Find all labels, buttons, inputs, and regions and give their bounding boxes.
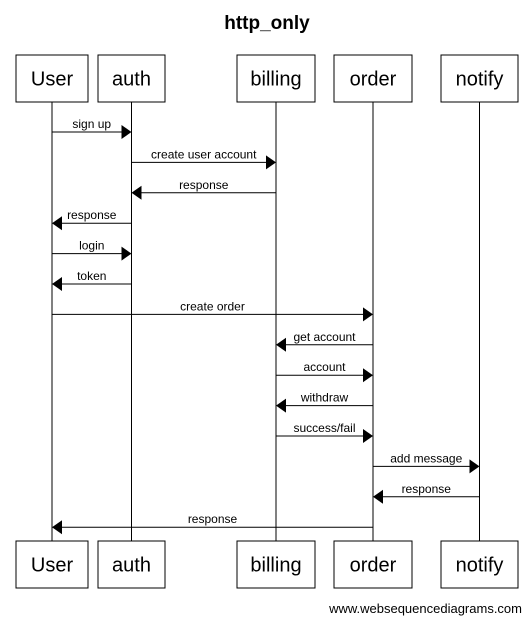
participant-box-billing-top <box>236 54 316 103</box>
message-1: create user account <box>131 147 276 170</box>
participant-box-user-bottom <box>15 540 89 589</box>
message-4: login <box>52 239 132 261</box>
message-label: account <box>303 360 346 374</box>
message-8: account <box>276 360 373 383</box>
participant-label-billing-top: billing <box>250 69 301 91</box>
message-arrowhead <box>276 398 286 413</box>
participant-label-notify-bottom: notify <box>456 555 504 577</box>
participant-label-order-bottom: order <box>350 555 397 577</box>
message-arrowhead <box>363 368 373 383</box>
message-2: response <box>131 178 276 200</box>
participant-label-order-top: order <box>350 69 397 91</box>
message-6: create order <box>52 299 373 322</box>
participant-label-auth-bottom: auth <box>112 555 151 577</box>
message-arrowhead <box>276 337 286 352</box>
message-0: sign up <box>52 117 132 139</box>
message-arrowhead <box>469 459 480 474</box>
message-label: response <box>402 482 452 496</box>
message-arrowhead <box>121 246 132 261</box>
participant-box-auth-top <box>97 54 166 103</box>
message-arrowhead <box>121 125 132 139</box>
participant-label-user-bottom: User <box>31 555 74 577</box>
message-arrowhead <box>363 307 373 322</box>
participant-box-notify-top <box>440 54 519 103</box>
message-label: withdraw <box>300 391 349 405</box>
participant-boxes-top: User auth billing order notify <box>15 54 519 103</box>
participant-label-notify-top: notify <box>456 69 504 91</box>
messages: sign up create user account response respon… <box>52 117 480 535</box>
participant-box-notify-bottom <box>440 540 519 589</box>
message-arrowhead <box>373 489 383 504</box>
message-7: get account <box>276 330 373 352</box>
participant-label-billing-bottom: billing <box>250 555 301 577</box>
participant-box-order-bottom <box>333 540 413 589</box>
message-9: withdraw <box>276 391 373 413</box>
message-11: add message <box>373 451 480 474</box>
participant-box-order-top <box>333 54 413 103</box>
message-arrowhead <box>52 216 62 231</box>
message-label: create user account <box>151 147 257 161</box>
diagram-title: http_only <box>224 13 310 34</box>
message-label: response <box>188 512 238 526</box>
message-label: login <box>79 239 104 253</box>
message-label: response <box>179 178 229 192</box>
participant-label-auth-top: auth <box>112 69 151 91</box>
message-10: success/fail <box>276 421 373 443</box>
message-arrowhead <box>52 520 62 535</box>
message-arrowhead <box>131 185 142 200</box>
participant-box-auth-bottom <box>97 540 166 589</box>
lifelines <box>51 102 480 541</box>
participant-box-user-top <box>15 54 89 103</box>
message-12: response <box>373 482 480 504</box>
message-arrowhead <box>52 277 62 291</box>
message-label: response <box>67 208 117 222</box>
message-label: token <box>77 269 106 283</box>
message-arrowhead <box>266 155 276 170</box>
message-label: sign up <box>72 117 111 131</box>
message-arrowhead <box>363 429 373 443</box>
participant-box-billing-bottom <box>236 540 316 589</box>
footer-credit: www.websequencediagrams.com <box>328 601 522 616</box>
message-label: get account <box>293 330 356 344</box>
message-label: success/fail <box>293 421 355 435</box>
message-label: create order <box>180 299 245 313</box>
message-label: add message <box>390 451 462 465</box>
message-3: response <box>52 208 132 231</box>
message-5: token <box>52 269 132 291</box>
message-13: response <box>52 512 373 535</box>
participant-boxes-bottom: User auth billing order notify <box>15 540 519 589</box>
participant-label-user-top: User <box>31 69 74 91</box>
